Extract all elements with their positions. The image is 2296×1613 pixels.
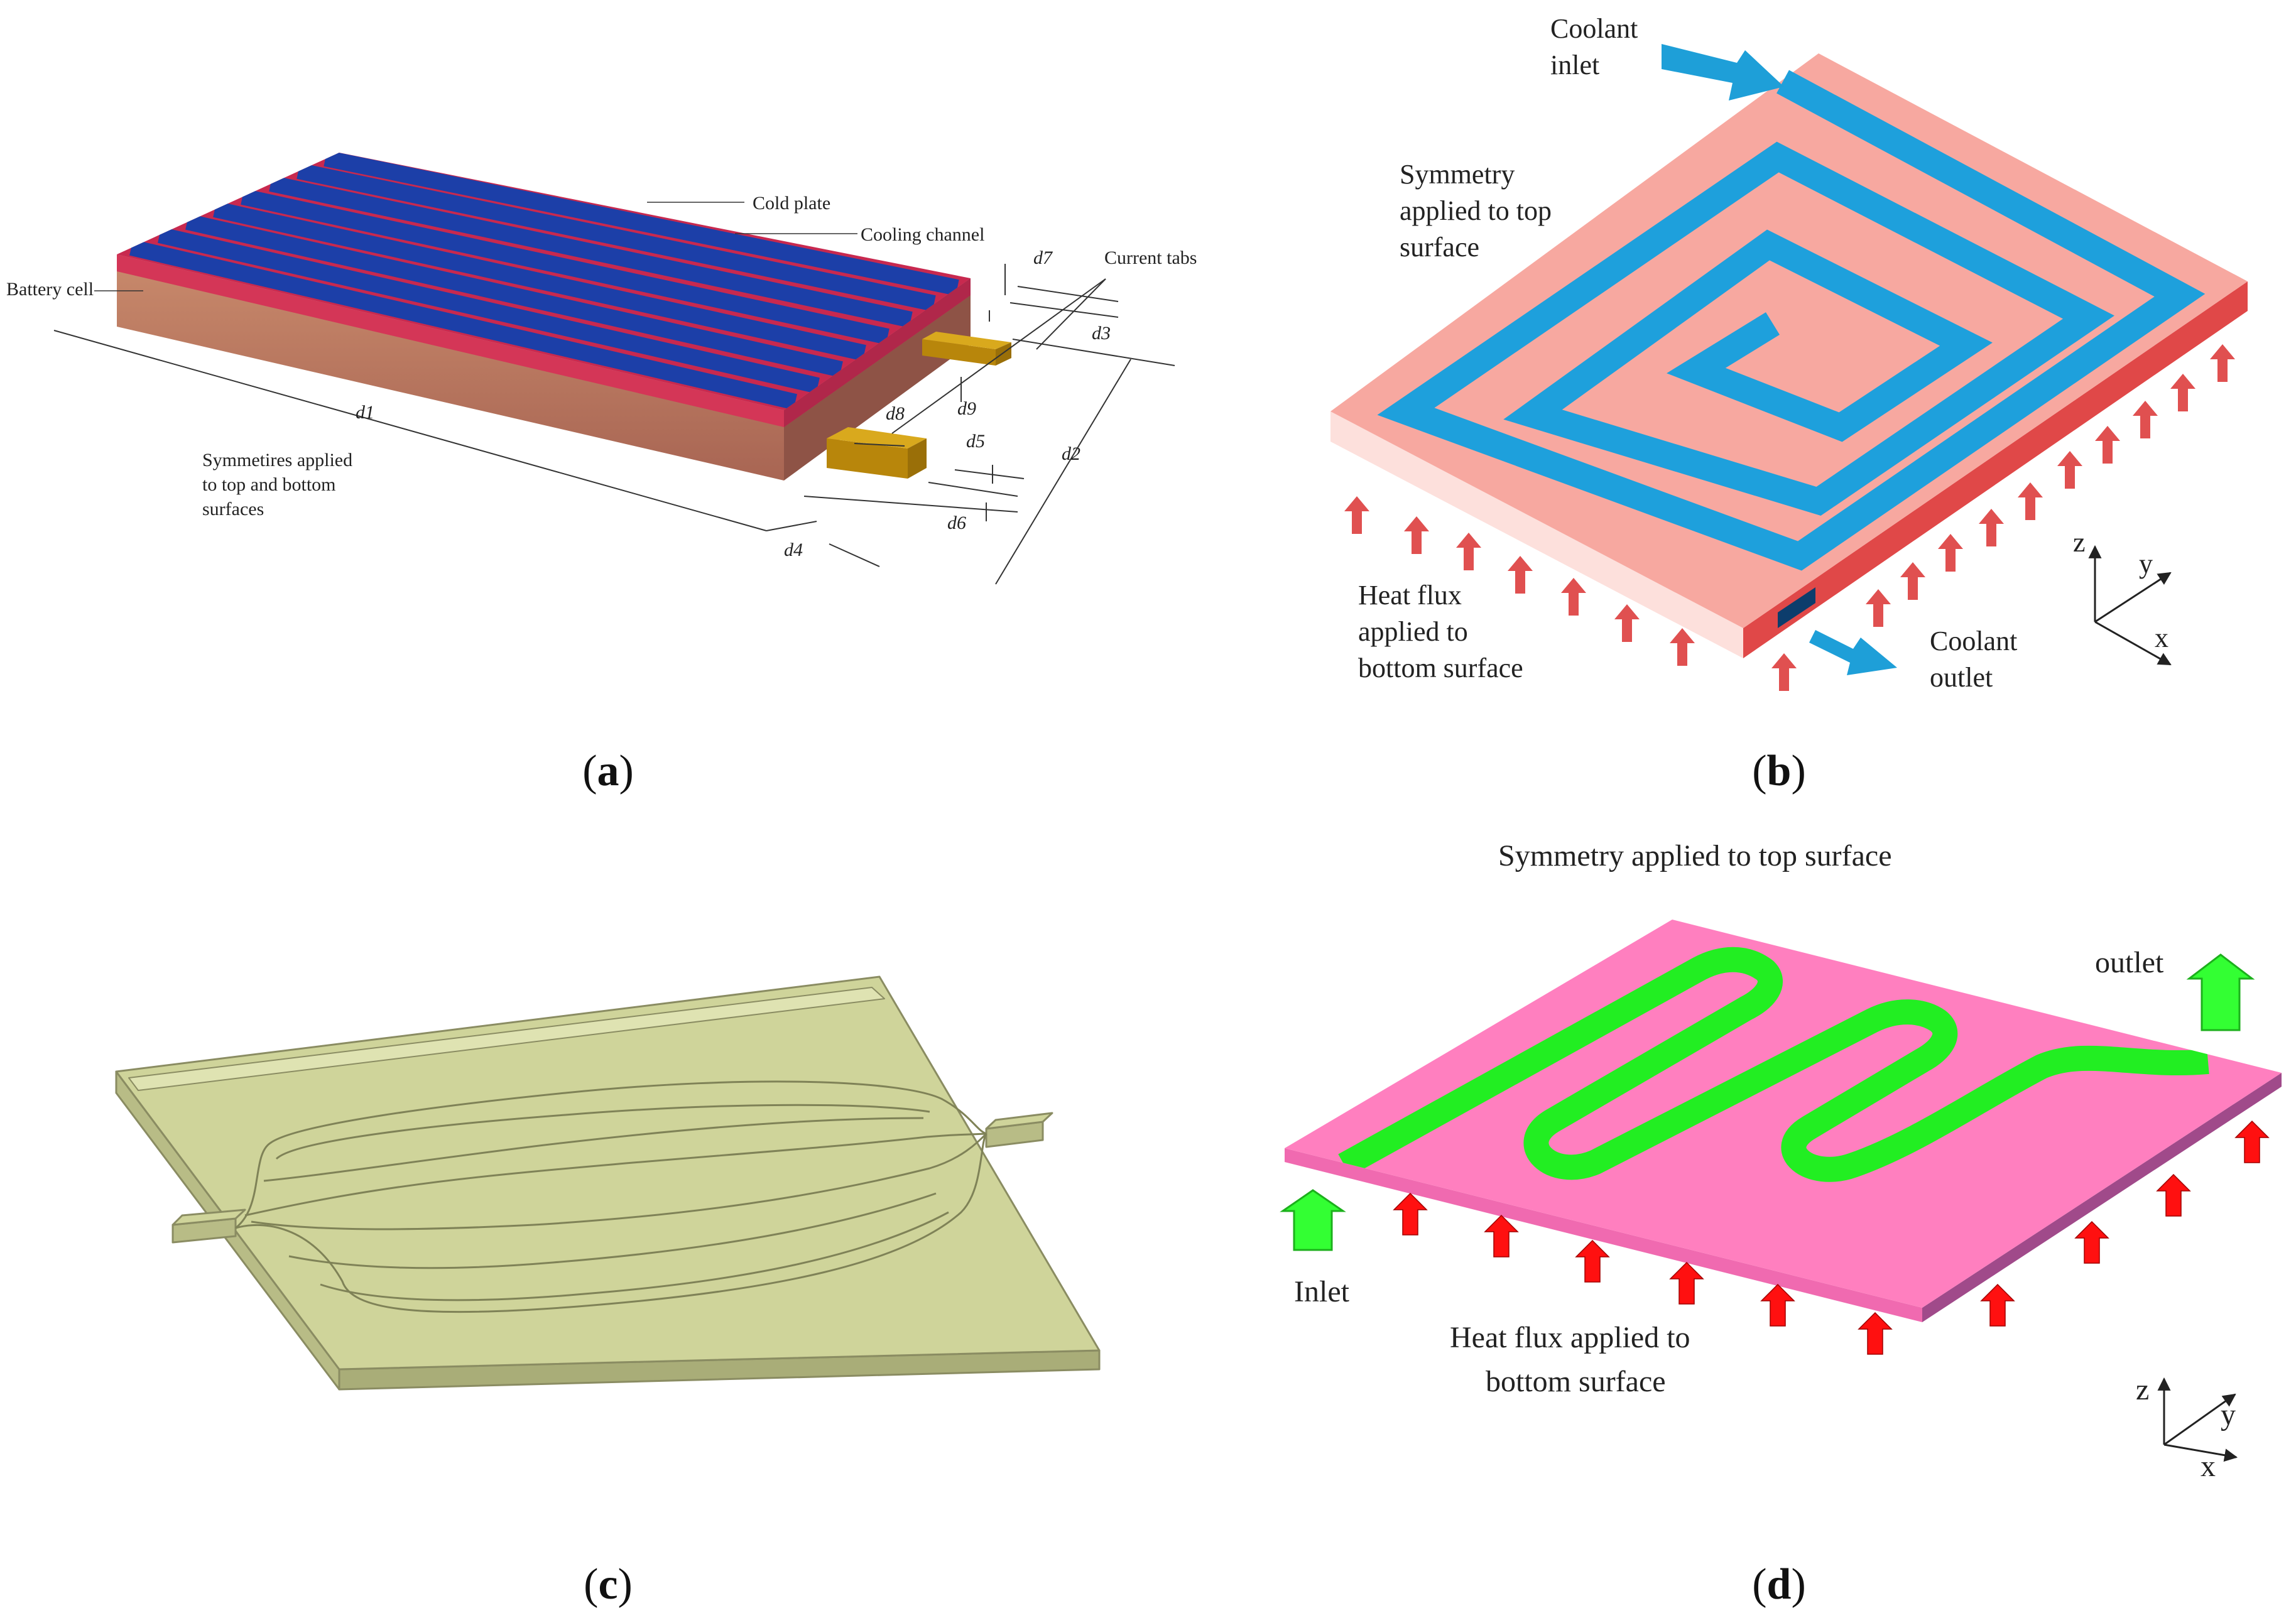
axis-d-x: x [2201,1450,2216,1483]
symmetry-b-line3: surface [1400,232,1479,263]
caption-d: (d) [1752,1560,1806,1609]
heat-flux-arrows-d [1393,1120,2270,1355]
heat-flux-arrows-b [1344,344,2235,691]
caption-a: (a) [582,747,634,795]
heat-flux-b-line1: Heat flux [1358,580,1462,611]
coolant-inlet-label-line2: inlet [1550,50,1599,80]
dim-d2: d2 [1062,443,1080,464]
cooling-channel-label: Cooling channel [861,224,984,245]
current-tabs-label: Current tabs [1104,247,1197,268]
dim-d5: d5 [966,431,985,452]
dim-d4: d4 [784,540,803,560]
outlet-arrow-d [2186,953,2255,1031]
plate-d [1285,920,2282,1322]
outlet-opening [1778,587,1815,628]
axis-b-y: y [2139,548,2153,579]
dim-d7: d7 [1033,247,1053,268]
current-tab-upper [922,332,1011,366]
panel-d: z y x Symmetry applied to top surface ou… [1280,839,2282,1609]
dim-d8: d8 [886,403,905,424]
dimension-lines [53,264,1175,585]
coolant-outlet-arrow [1809,630,1897,675]
symmetry-b-line1: Symmetry [1400,159,1515,190]
dim-d3: d3 [1092,323,1111,344]
coolant-outlet-label-line2: outlet [1930,662,1993,693]
inlet-arrow-d [1280,1189,1346,1251]
caption-b: (b) [1752,747,1806,795]
battery-cell-body [117,254,971,481]
symmetry-label-line1: Symmetires applied [202,450,352,470]
coolant-inlet-label-line1: Coolant [1550,13,1638,44]
heat-flux-d-line2: bottom surface [1486,1365,1666,1398]
spiral-channel [1377,70,2206,571]
coolant-outlet-label-line1: Coolant [1930,626,2017,656]
symmetry-b-line2: applied to top [1400,195,1552,226]
cooling-channels-c [235,1080,987,1313]
leader-lines [94,202,857,291]
dim-d1: d1 [356,402,374,423]
axes-d [2157,1377,2238,1462]
cold-plate-label: Cold plate [753,193,830,214]
inlet-stub-c [171,1208,246,1244]
battery-cell-label: Battery cell [6,279,94,300]
axis-b-x: x [2155,622,2168,653]
panel-a: Cold plate Cooling channel Current tabs … [6,153,1197,795]
plate-c [115,975,1101,1391]
outlet-label: outlet [2095,946,2164,979]
symmetry-label-line3: surfaces [202,499,264,519]
outlet-stub-c [985,1112,1053,1148]
cooling-channels [129,153,959,410]
symmetry-label-line2: to top and bottom [202,474,336,495]
axes-b [2088,545,2172,666]
dim-d9: d9 [957,398,976,419]
symmetry-d-label: Symmetry applied to top surface [1498,839,1892,872]
heat-flux-d-line1: Heat flux applied to [1450,1321,1690,1354]
dim-d6: d6 [947,513,966,533]
current-tab-lower [827,427,927,479]
axis-b-z: z [2073,527,2086,558]
axis-d-y: y [2221,1398,2236,1431]
inlet-label: Inlet [1294,1275,1350,1308]
panel-c: (c) [115,975,1101,1609]
panel-b: z y x Coolant inlet Symmetry applied to … [1330,13,2248,795]
serpentine-channel [1338,947,2209,1182]
heat-flux-b-line3: bottom surface [1358,653,1523,683]
heat-flux-b-line2: applied to [1358,616,1468,647]
axis-d-z: z [2136,1373,2149,1406]
coolant-inlet-arrow [1662,44,1784,100]
caption-c: (c) [584,1560,633,1609]
